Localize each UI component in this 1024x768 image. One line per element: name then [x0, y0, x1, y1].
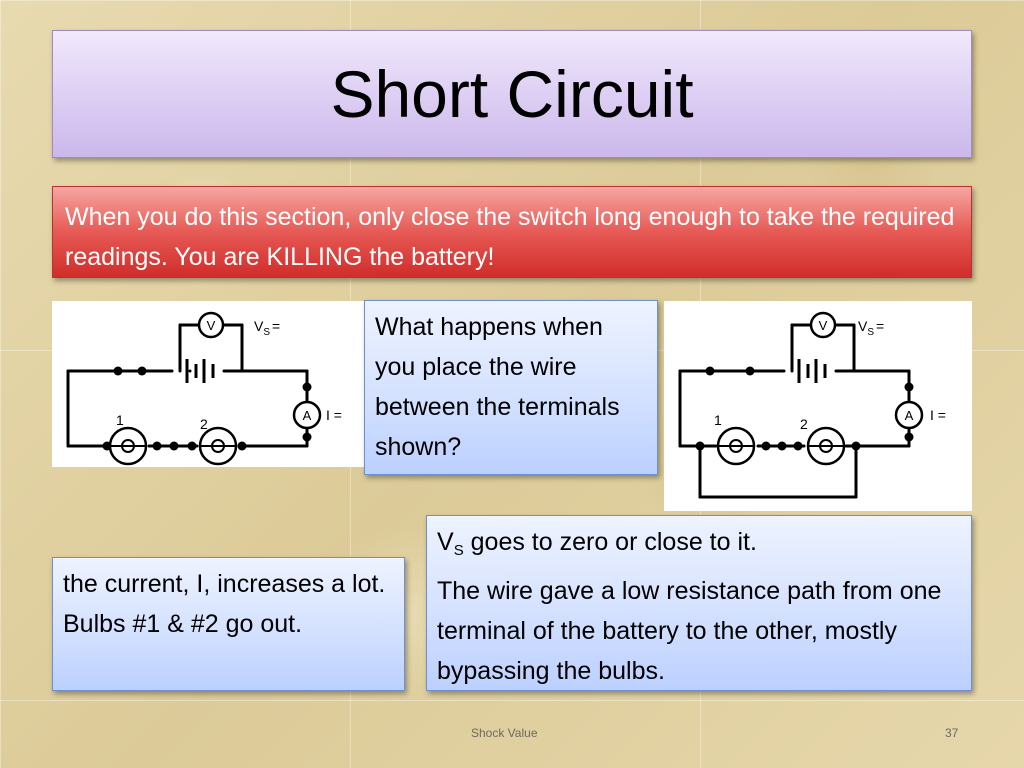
- bulb-2-label: 2: [200, 416, 208, 432]
- answer-left-line1: the current, I, increases a lot.: [63, 570, 386, 598]
- voltmeter-symbol: V: [207, 318, 216, 333]
- terminal-dots-icon: [695, 366, 914, 451]
- bulb-1-icon: [716, 426, 756, 466]
- ammeter-icon: A: [292, 400, 322, 430]
- answer-box-left: the current, I, increases a lot. Bulbs #…: [52, 557, 405, 691]
- current-label: I =: [326, 407, 342, 423]
- answer-right-line2: The wire gave a low resistance path from…: [437, 577, 942, 685]
- ammeter-icon: A: [894, 400, 924, 430]
- ammeter-symbol: A: [303, 408, 312, 423]
- footer-title: Shock Value: [471, 726, 538, 740]
- vs-label: VS=: [254, 318, 280, 338]
- answer-box-right: VS goes to zero or close to it. The wire…: [426, 515, 972, 691]
- voltmeter-symbol: V: [819, 318, 828, 333]
- bulb-1-label: 1: [714, 412, 722, 428]
- question-text: What happens when you place the wire bet…: [375, 313, 620, 461]
- voltmeter-icon: V: [197, 311, 225, 339]
- ammeter-symbol: A: [905, 408, 914, 423]
- bulb-2-icon: [198, 426, 238, 466]
- warning-text: When you do this section, only close the…: [65, 203, 955, 271]
- title-box: Short Circuit: [52, 30, 972, 158]
- slide-title: Short Circuit: [330, 57, 694, 131]
- bulb-1-label: 1: [116, 412, 124, 428]
- bulb-2-label: 2: [800, 416, 808, 432]
- warning-box: When you do this section, only close the…: [52, 186, 972, 278]
- battery-icon: [185, 359, 215, 383]
- answer-left-line2: Bulbs #1 & #2 go out.: [63, 610, 303, 638]
- terminal-dots-icon: [102, 366, 312, 451]
- vs-label: VS=: [858, 318, 884, 338]
- battery-icon: [797, 359, 827, 383]
- circuit-diagram-right: V A VS= I = 1 2: [664, 301, 972, 511]
- question-box: What happens when you place the wire bet…: [364, 300, 658, 475]
- answer-right-line1: VS goes to zero or close to it.: [437, 528, 757, 559]
- page-number: 37: [945, 726, 959, 740]
- current-label: I =: [930, 407, 946, 423]
- circuit-diagram-left: V A VS= I = 1 2: [52, 301, 364, 467]
- bulb-2-icon: [806, 426, 846, 466]
- voltmeter-icon: V: [809, 311, 837, 339]
- bulb-1-icon: [108, 426, 148, 466]
